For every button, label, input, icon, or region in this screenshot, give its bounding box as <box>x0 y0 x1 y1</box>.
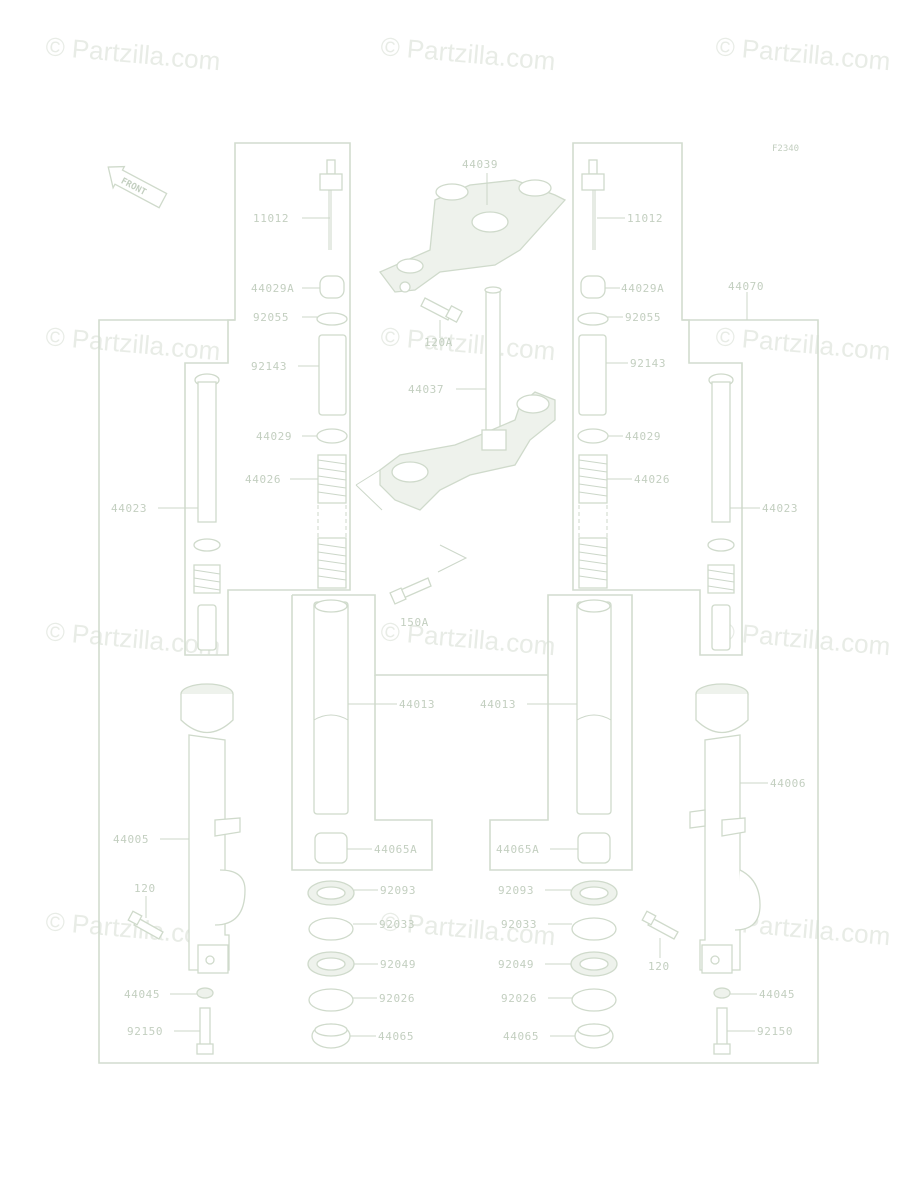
washer-44045-left <box>196 987 214 999</box>
label-92033-left: 92033 <box>379 918 415 931</box>
assembly-frames <box>98 142 819 1064</box>
label-92150-right: 92150 <box>757 1025 793 1038</box>
bolt-120a-top <box>420 297 463 323</box>
frame-left-lower <box>292 594 633 871</box>
label-150a: 150A <box>400 616 429 629</box>
left-outer-tube <box>180 683 246 974</box>
label-44005: 44005 <box>113 833 149 846</box>
label-44029-left: 44029 <box>256 430 292 443</box>
label-120-left: 120 <box>134 882 156 895</box>
label-92150-left: 92150 <box>127 1025 163 1038</box>
leader-lines <box>145 173 768 1037</box>
watermark: © Partzilla.com <box>379 321 556 366</box>
label-44045-right: 44045 <box>759 988 795 1001</box>
label-92033-right: 92033 <box>501 918 537 931</box>
watermark: © Partzilla.com <box>379 31 556 76</box>
bolt-92150-right <box>713 1007 731 1055</box>
bolt-lower <box>389 577 432 605</box>
washer-44045-right <box>713 987 731 999</box>
label-11012-right: 11012 <box>627 212 663 225</box>
front-arrow-icon: FRONT <box>107 165 168 209</box>
label-44026-left: 44026 <box>245 473 281 486</box>
label-44013-left: 44013 <box>399 698 435 711</box>
label-120a-top: 120A <box>424 336 453 349</box>
watermark: © Partzilla.com <box>714 321 891 366</box>
label-120-right: 120 <box>648 960 670 973</box>
right-damper-rod <box>707 373 735 651</box>
label-92143-left: 92143 <box>251 360 287 373</box>
bolt-120-right <box>641 910 679 940</box>
figure-id: F2340 <box>772 144 799 154</box>
label-44029a-left: 44029A <box>251 282 294 295</box>
label-44039: 44039 <box>462 158 498 171</box>
frame-left-lower-2 <box>291 595 433 871</box>
label-92049-left: 92049 <box>380 958 416 971</box>
label-44023-left: 44023 <box>111 502 147 515</box>
right-outer-tube <box>689 683 761 974</box>
label-92093-right: 92093 <box>498 884 534 897</box>
label-44023-right: 44023 <box>762 502 798 515</box>
watermark: © Partzilla.com <box>714 31 891 76</box>
label-44065-left: 44065 <box>378 1030 414 1043</box>
left-fork-column <box>307 159 355 1049</box>
steering-stem <box>379 286 556 511</box>
label-44029-right: 44029 <box>625 430 661 443</box>
right-fork-column <box>570 159 618 1049</box>
watermark: © Partzilla.com <box>44 31 221 76</box>
label-44065a-right: 44065A <box>496 843 539 856</box>
spring-left <box>317 454 347 589</box>
watermark: © Partzilla.com <box>44 321 221 366</box>
label-92049-right: 92049 <box>498 958 534 971</box>
label-11012-left: 11012 <box>253 212 289 225</box>
label-44013-right: 44013 <box>480 698 516 711</box>
label-44029a-right: 44029A <box>621 282 664 295</box>
frame-right-upper <box>572 142 743 656</box>
part-labels: 44039 11012 11012 44029A 44029A 44070 92… <box>111 158 806 1043</box>
bolt-120-left <box>127 910 164 940</box>
label-44006: 44006 <box>770 777 806 790</box>
left-damper-rod <box>193 373 221 651</box>
label-44037: 44037 <box>408 383 444 396</box>
label-44026-right: 44026 <box>634 473 670 486</box>
label-44045-left: 44045 <box>124 988 160 1001</box>
label-92026-left: 92026 <box>379 992 415 1005</box>
label-92026-right: 92026 <box>501 992 537 1005</box>
label-92055-right: 92055 <box>625 311 661 324</box>
label-92143-right: 92143 <box>630 357 666 370</box>
label-44065-right: 44065 <box>503 1030 539 1043</box>
bolt-92150-left <box>196 1007 214 1055</box>
upper-bracket <box>378 179 567 293</box>
label-44070: 44070 <box>728 280 764 293</box>
label-92093-left: 92093 <box>380 884 416 897</box>
label-92055-left: 92055 <box>253 311 289 324</box>
label-44065a-left: 44065A <box>374 843 417 856</box>
spring-right <box>578 454 608 589</box>
frame-outer <box>98 319 819 1064</box>
